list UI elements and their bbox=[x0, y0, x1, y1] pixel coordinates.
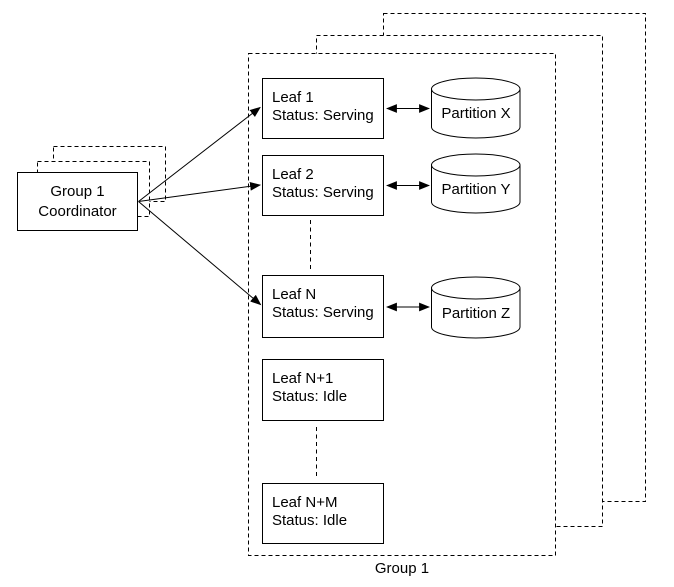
partition-y-cylinder bbox=[431, 153, 521, 214]
leaf-n-status: Status: Serving bbox=[272, 304, 374, 321]
partition-y-label: Partition Y bbox=[441, 181, 511, 198]
leaf-2-node: Leaf 2 Status: Serving bbox=[262, 155, 384, 216]
coordinator-node: Group 1 Coordinator bbox=[17, 172, 138, 231]
leaf-2-status: Status: Serving bbox=[272, 184, 374, 201]
group-caption: Group 1 bbox=[374, 560, 430, 577]
leaf-n-plus-m-title: Leaf N+M bbox=[272, 494, 338, 511]
coordinator-label-line2: Coordinator bbox=[38, 202, 117, 220]
arrow-coordinator-to-leaf-n bbox=[138, 201, 262, 306]
partition-x-cylinder bbox=[431, 77, 521, 139]
leaf-1-status: Status: Serving bbox=[272, 107, 374, 124]
leaf-1-node: Leaf 1 Status: Serving bbox=[262, 78, 384, 139]
leaf-n-plus-m-status: Status: Idle bbox=[272, 512, 348, 529]
leaf-n-title: Leaf N bbox=[272, 286, 317, 303]
coordinator-label-line1: Group 1 bbox=[50, 182, 105, 200]
leaf-n-plus-m-node: Leaf N+M Status: Idle bbox=[262, 483, 384, 544]
leaf-2-title: Leaf 2 bbox=[272, 166, 314, 183]
partition-x-label: Partition X bbox=[441, 105, 511, 122]
leaf-1-title: Leaf 1 bbox=[272, 89, 314, 106]
leaf-n-plus-1-node: Leaf N+1 Status: Idle bbox=[262, 359, 384, 421]
arrow-coordinator-to-leaf-1 bbox=[138, 106, 261, 202]
leaf-n-node: Leaf N Status: Serving bbox=[262, 275, 384, 338]
leaf-n-plus-1-status: Status: Idle bbox=[272, 388, 348, 405]
partition-z-label: Partition Z bbox=[441, 305, 511, 322]
partition-z-cylinder bbox=[431, 276, 521, 339]
arrow-coordinator-to-leaf-2 bbox=[138, 181, 262, 202]
leaf-n-plus-1-title: Leaf N+1 bbox=[272, 370, 334, 387]
